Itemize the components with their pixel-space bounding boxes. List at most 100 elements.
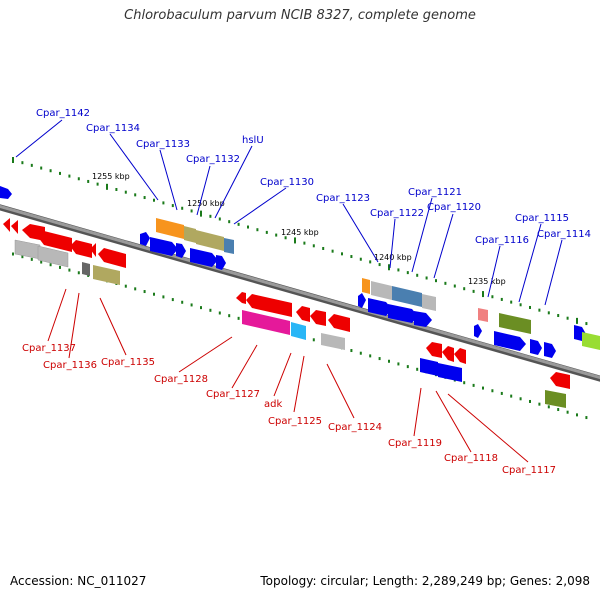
gene-box xyxy=(362,278,370,294)
gene-box xyxy=(545,390,566,408)
gene-box xyxy=(156,218,184,239)
gene-arrow xyxy=(544,342,556,358)
gene-arrow xyxy=(90,243,96,257)
gene-box xyxy=(371,281,392,300)
gene-arrow xyxy=(454,348,466,364)
tick-mark xyxy=(143,290,146,294)
accession-text: Accession: NC_011027 xyxy=(10,574,147,588)
tick-mark xyxy=(322,246,325,250)
gene-arrow xyxy=(550,372,570,389)
gene-box xyxy=(392,286,422,307)
gene-label: Cpar_1133 xyxy=(136,139,190,150)
gene-arrow xyxy=(0,186,12,199)
gene-box xyxy=(422,294,436,311)
tick-mark xyxy=(369,260,372,264)
gene-arrow xyxy=(442,346,454,362)
gene-label: Cpar_1115 xyxy=(515,213,569,224)
tick-mark xyxy=(557,314,560,318)
tick-mark xyxy=(256,228,259,232)
tick-mark xyxy=(312,244,315,248)
tick-mark xyxy=(87,179,90,183)
genome-summary-text: Topology: circular; Length: 2,289,249 bp… xyxy=(260,574,590,588)
tick-mark xyxy=(40,166,43,170)
tick-mark xyxy=(228,220,231,224)
gene-box xyxy=(582,332,600,350)
gene-arrow xyxy=(176,243,186,258)
tick-mark xyxy=(200,306,202,310)
gene-label: Cpar_1123 xyxy=(316,193,370,204)
tick-mark xyxy=(425,276,428,280)
tick-mark xyxy=(350,255,353,259)
tick-mark xyxy=(463,287,466,291)
gene-arrow xyxy=(310,310,326,326)
tick-mark xyxy=(576,413,578,417)
tick-mark xyxy=(106,183,108,190)
gene-arrow xyxy=(296,306,310,322)
tick-mark xyxy=(341,252,343,256)
tick-mark xyxy=(388,359,390,363)
gene-box xyxy=(438,363,462,382)
tick-mark xyxy=(209,308,212,312)
tick-mark xyxy=(237,222,240,226)
gene-arrow xyxy=(494,331,526,351)
gene-label: Cpar_1127 xyxy=(206,389,260,400)
tick-mark xyxy=(162,295,165,299)
kbp-tick-1250: 1250 kbp xyxy=(187,199,225,208)
gene-arrow xyxy=(11,220,18,234)
tick-mark xyxy=(59,171,61,175)
tick-mark xyxy=(538,308,541,312)
tick-mark xyxy=(350,349,353,353)
tick-mark xyxy=(77,177,80,181)
gene-arrow xyxy=(530,339,542,355)
tick-mark xyxy=(68,268,71,272)
gene-label: Cpar_1120 xyxy=(427,202,481,213)
gene-box xyxy=(14,239,41,260)
tick-mark xyxy=(218,311,221,315)
tick-mark xyxy=(21,161,24,165)
gene-arrow xyxy=(150,237,178,256)
tick-mark xyxy=(49,263,52,267)
tick-mark xyxy=(12,252,14,256)
tick-track-top xyxy=(12,157,588,326)
tick-mark xyxy=(228,314,231,318)
tick-mark xyxy=(265,230,268,234)
gene-label: Cpar_1137 xyxy=(22,343,76,354)
tick-mark xyxy=(472,289,475,293)
tick-mark xyxy=(59,265,61,269)
tick-mark xyxy=(500,297,503,301)
gene-label: Cpar_1136 xyxy=(43,360,97,371)
kbp-tick-1240: 1240 kbp xyxy=(374,253,412,262)
gene-label: Cpar_1122 xyxy=(370,208,424,219)
tick-mark xyxy=(218,217,221,221)
gene-arrow xyxy=(70,240,92,258)
gene-label: adk xyxy=(264,399,282,410)
tick-mark xyxy=(369,354,372,358)
gene-box xyxy=(321,333,345,350)
tick-mark xyxy=(463,381,466,385)
tick-mark xyxy=(171,204,174,208)
gene-label: Cpar_1114 xyxy=(537,229,591,240)
tick-mark xyxy=(444,281,447,285)
tick-mark xyxy=(331,249,334,253)
gene-features xyxy=(0,186,600,408)
tick-mark xyxy=(472,383,475,387)
gene-arrow xyxy=(190,248,218,267)
gene-label: Cpar_1118 xyxy=(444,453,498,464)
tick-mark xyxy=(491,389,494,393)
gene-arrow xyxy=(368,298,392,316)
gene-box xyxy=(499,313,531,334)
tick-mark xyxy=(247,225,249,229)
tick-mark xyxy=(547,405,550,409)
gene-arrow xyxy=(3,218,10,232)
tick-mark xyxy=(453,284,456,288)
tick-mark xyxy=(237,316,240,320)
tick-mark xyxy=(12,157,14,163)
tick-mark xyxy=(181,206,184,210)
tick-mark xyxy=(275,233,278,237)
tick-mark xyxy=(209,214,212,218)
tick-mark xyxy=(585,416,588,420)
tick-mark xyxy=(124,190,127,194)
tick-mark xyxy=(435,279,437,283)
tick-mark xyxy=(312,338,315,342)
gene-label: Cpar_1124 xyxy=(328,422,382,433)
